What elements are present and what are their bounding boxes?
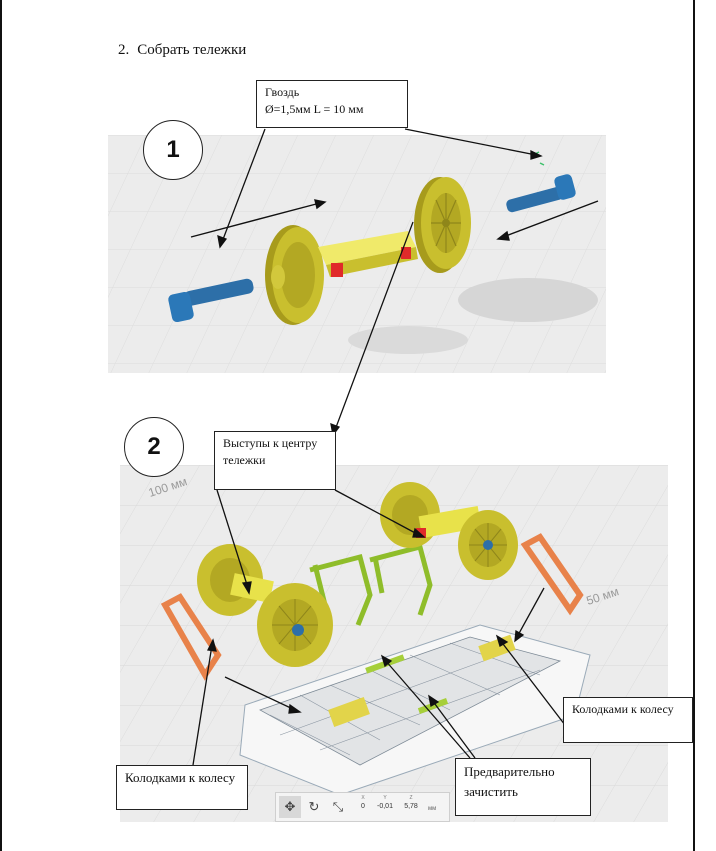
z-label: Z <box>409 795 413 801</box>
z-value: 5,78 <box>404 803 418 810</box>
shadow <box>458 278 598 322</box>
section-number: 2. <box>118 42 130 58</box>
page-border-right <box>693 0 695 851</box>
x-value: 0 <box>361 803 365 810</box>
y-coordinate-field[interactable]: Y -0,01 <box>374 795 396 810</box>
red-stop <box>416 528 426 538</box>
callout-protrusions: Выступы к центру тележки <box>214 431 336 490</box>
x-label: X <box>361 795 365 801</box>
scale-tool-button[interactable]: ⤡ <box>327 796 349 818</box>
step-number-2: 2 <box>124 417 184 477</box>
red-stop <box>331 263 343 277</box>
z-coordinate-field[interactable]: Z 5,78 <box>400 795 422 810</box>
side-frame-right <box>369 543 433 616</box>
right-wheel <box>414 177 471 273</box>
shadow <box>348 326 468 354</box>
assembly-arrows <box>224 587 545 714</box>
callout-preclean: Предварительно зачистить <box>455 758 591 816</box>
step-number-1: 1 <box>143 120 203 180</box>
left-wheel <box>265 225 324 325</box>
step-number-1-text: 1 <box>166 136 180 163</box>
scale-icon: ⤡ <box>332 799 344 814</box>
callout-nail-line2: Ø=1,5мм L = 10 мм <box>265 102 364 116</box>
left-nail <box>168 278 254 323</box>
callout-brake-shoes-left-text: Колодками к колесу <box>125 770 236 785</box>
red-stop <box>401 247 411 259</box>
y-value: -0,01 <box>377 803 393 810</box>
section-heading: 2. Собрать тележки <box>118 42 246 59</box>
step-number-2-text: 2 <box>147 433 161 460</box>
viewport-toolbar: ✥ ↻ ⤡ X 0 Y -0,01 Z 5,78 мм <box>275 792 450 822</box>
callout-nail: Гвоздь Ø=1,5мм L = 10 мм <box>256 80 408 128</box>
callout-protrusions-text: Выступы к центру тележки <box>223 436 318 467</box>
brake-frame-left <box>160 593 222 681</box>
callout-nail-line1: Гвоздь <box>265 85 300 99</box>
unit-label: мм <box>428 806 437 812</box>
rotate-icon: ↻ <box>308 799 320 814</box>
callout-preclean-text: Предварительно зачистить <box>464 764 555 799</box>
y-label: Y <box>383 795 387 801</box>
move-tool-button[interactable]: ✥ <box>279 796 301 818</box>
move-icon: ✥ <box>284 799 296 814</box>
assembly-arrows <box>190 199 599 241</box>
rotate-tool-button[interactable]: ↻ <box>303 796 325 818</box>
x-coordinate-field[interactable]: X 0 <box>356 795 370 810</box>
section-title: Собрать тележки <box>137 42 247 58</box>
callout-brake-shoes-right-text: Колодками к колесу <box>572 702 674 716</box>
callout-brake-shoes-right: Колодками к колесу <box>563 697 693 743</box>
right-nail <box>506 174 576 213</box>
callout-brake-shoes-left: Колодками к колесу <box>116 765 248 810</box>
brake-frame-right <box>520 533 584 616</box>
page-border-left <box>0 0 2 851</box>
